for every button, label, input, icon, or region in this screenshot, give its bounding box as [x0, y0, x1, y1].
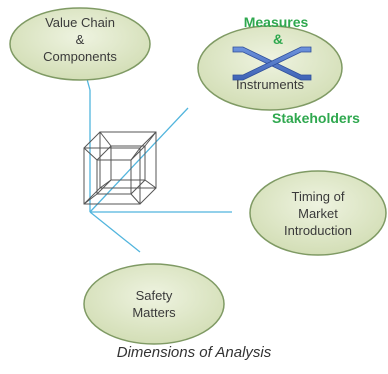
axis-diagonal-down — [89, 211, 141, 253]
measures-line2: & — [272, 31, 284, 47]
timing-line1: Timing of — [291, 189, 345, 204]
value-chain-line1: Value Chain — [45, 15, 115, 30]
stakeholders-label: Stakeholders — [272, 110, 360, 126]
diagram-caption: Dimensions of Analysis — [116, 344, 272, 361]
timing-line2: Market — [298, 206, 338, 221]
oval-value-chain-label: Value Chain & Components — [20, 14, 140, 65]
instruments-line1: Instruments — [236, 77, 304, 92]
measures-line1: Measures — [243, 14, 309, 30]
axis-diagonal-up — [89, 107, 189, 213]
cross-mark-icon — [232, 46, 312, 81]
oval-timing — [249, 170, 387, 256]
axes — [84, 71, 232, 253]
timing-line3: Introduction — [284, 223, 352, 238]
safety-line2: Matters — [132, 305, 176, 320]
hypercube — [83, 131, 157, 205]
value-chain-line3: Components — [43, 49, 117, 64]
oval-value-chain — [9, 7, 151, 81]
oval-timing-label: Timing of Market Introduction — [258, 188, 378, 239]
oval-safety — [83, 263, 225, 345]
oval-safety-label: Safety Matters — [94, 287, 214, 321]
measures-label: Measures & — [226, 14, 326, 48]
oval-instruments-label: Instruments — [214, 76, 326, 93]
value-chain-line2: & — [75, 32, 85, 47]
safety-line1: Safety — [135, 288, 173, 303]
